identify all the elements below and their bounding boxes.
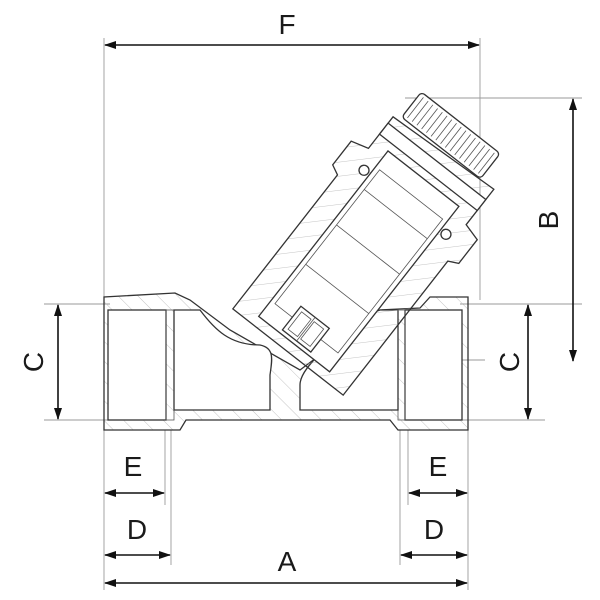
label-d-left: D [127, 514, 147, 545]
label-e-right: E [429, 451, 448, 482]
label-b: B [533, 211, 564, 230]
label-c-left: C [18, 352, 49, 372]
knurled-cap [402, 92, 500, 178]
left-port-bore [107, 309, 167, 421]
label-e-left: E [124, 451, 143, 482]
label-c-right: C [494, 352, 525, 372]
dimension-lines [54, 41, 577, 587]
right-port-bore [404, 309, 463, 421]
strainer-bonnet [231, 92, 500, 397]
label-f: F [278, 9, 295, 40]
hex-nut [281, 305, 331, 353]
label-d-right: D [424, 514, 444, 545]
label-a: A [278, 546, 297, 577]
